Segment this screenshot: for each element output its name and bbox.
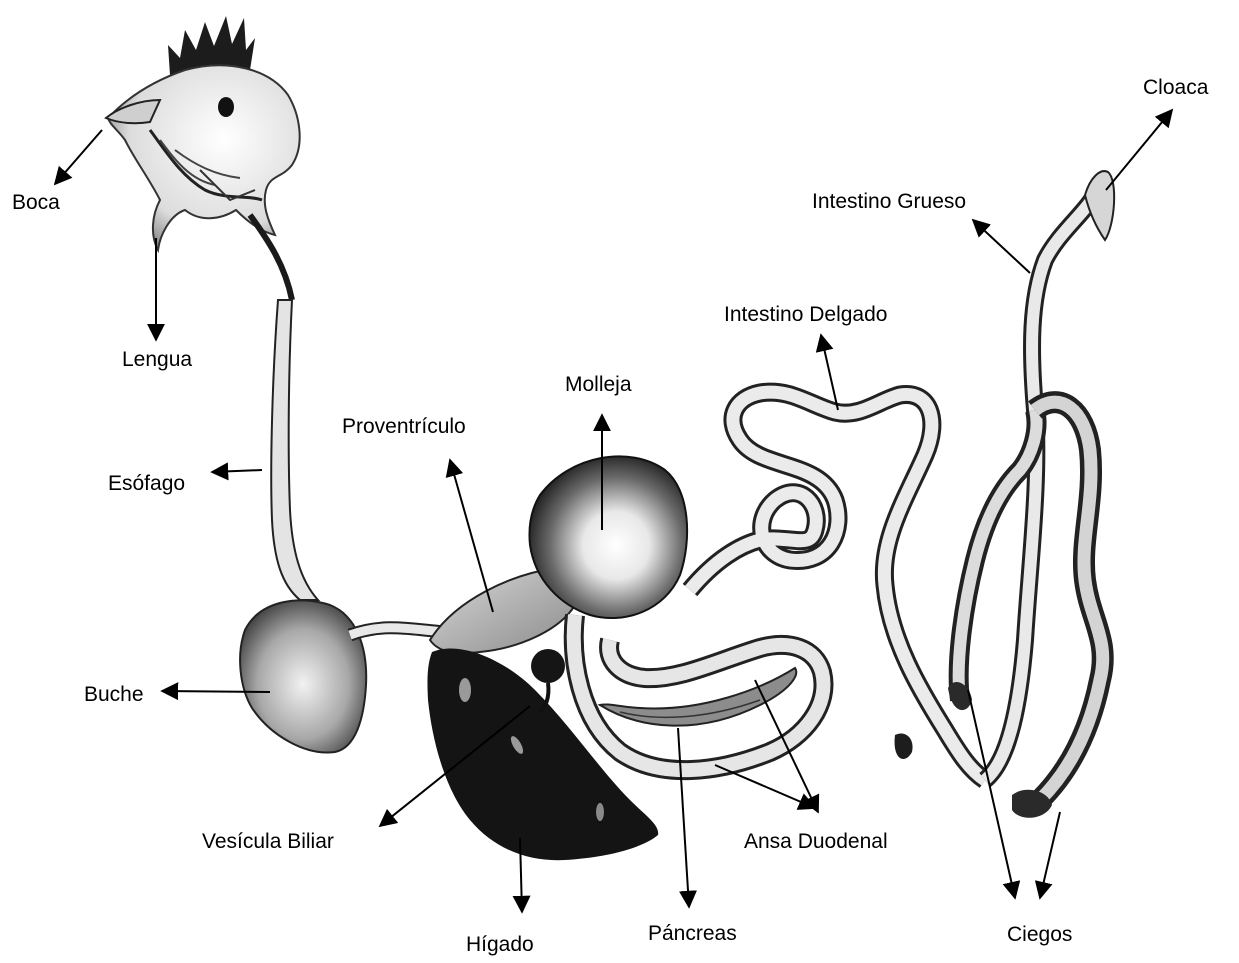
label-ciegos: Ciegos — [1007, 924, 1072, 945]
arrow-pancreas — [678, 728, 689, 907]
label-proventriculo: Proventrículo — [342, 416, 466, 437]
label-higado: Hígado — [466, 934, 534, 955]
label-lengua: Lengua — [122, 349, 192, 370]
label-pancreas: Páncreas — [648, 923, 737, 944]
label-molleja: Molleja — [565, 374, 632, 395]
crop-shape — [240, 600, 366, 752]
label-ansa-duodenal: Ansa Duodenal — [744, 831, 888, 852]
hen-head-illustration — [106, 16, 300, 300]
arrow-proventriculo — [450, 460, 493, 612]
arrow-ciegos-2 — [1040, 812, 1060, 898]
label-intestino-delgado: Intestino Delgado — [724, 304, 887, 325]
cloaca-shape — [1085, 171, 1114, 240]
label-intestino-grueso: Intestino Grueso — [812, 191, 966, 212]
label-esofago: Esófago — [108, 473, 185, 494]
label-buche: Buche — [84, 684, 144, 705]
label-cloaca: Cloaca — [1143, 77, 1208, 98]
arrow-cloaca — [1106, 110, 1172, 190]
arrow-esofago — [212, 470, 262, 472]
gall-bladder-shape — [531, 649, 565, 683]
arrow-buche — [162, 691, 270, 692]
label-boca: Boca — [12, 192, 60, 213]
label-vesicula-biliar: Vesícula Biliar — [202, 831, 334, 852]
small-intestine-shape — [690, 392, 985, 780]
esophagus-shape — [271, 300, 318, 600]
arrow-boca — [55, 130, 102, 184]
arrow-intestino-grueso — [973, 220, 1030, 273]
arrow-ansa-duodenal-2 — [715, 765, 815, 808]
